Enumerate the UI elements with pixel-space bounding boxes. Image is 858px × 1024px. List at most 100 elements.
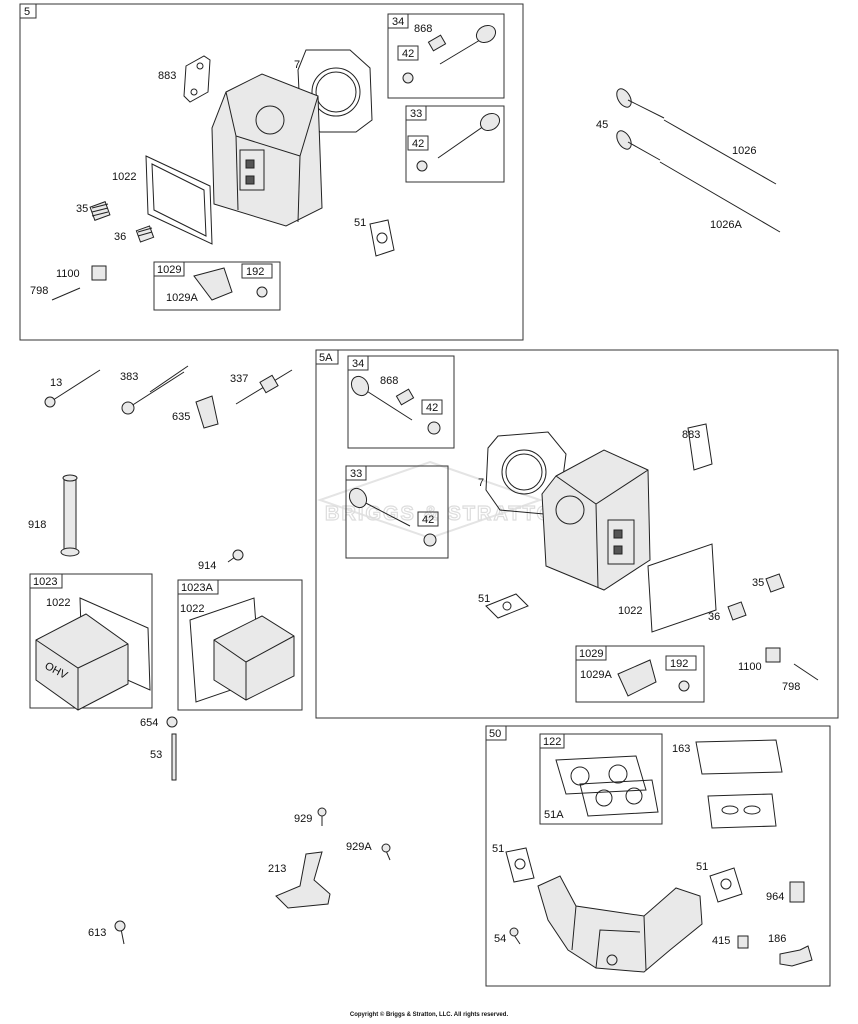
group-33b-tag: 33: [350, 468, 362, 480]
gasket-883b: [687, 423, 713, 471]
label-13: 13: [50, 377, 62, 389]
group-5A-tag: 5A: [319, 352, 333, 364]
label-918: 918: [28, 519, 46, 531]
spark-plug-337: [235, 369, 293, 405]
label-654: 654: [140, 717, 158, 729]
label-868: 868: [414, 23, 432, 35]
intake-gaskets-122: [555, 755, 659, 817]
valve-cover-ohv-a: [213, 615, 295, 701]
label-613: 613: [88, 927, 106, 939]
label-415: 415: [712, 935, 730, 947]
pushrod-1026: [663, 119, 777, 185]
label-45: 45: [596, 119, 608, 131]
group-5-tag: 5: [24, 6, 30, 18]
label-929: 929: [294, 813, 312, 825]
gasket-51d: [709, 867, 743, 903]
pushrod-45: [616, 88, 665, 161]
label-35: 35: [76, 203, 88, 215]
dipstick-tube-383: [121, 365, 189, 415]
nut-192: [256, 286, 268, 298]
group-50-tag: 50: [489, 728, 501, 740]
group-42-tag-b: 42: [412, 138, 424, 150]
group-122-frame: [539, 733, 663, 825]
group-33-frame: [405, 105, 505, 183]
gasket-51b: [485, 593, 529, 619]
label-1100b: 1100: [738, 661, 762, 673]
group-1029-tag: 1029: [157, 264, 181, 276]
label-914: 914: [198, 560, 216, 572]
rocker-arm: [193, 267, 233, 301]
screw-798b: [793, 663, 819, 681]
group-33-tag: 33: [410, 108, 422, 120]
pushrod-1026A: [659, 161, 781, 233]
retainer-1100: [91, 265, 107, 281]
label-1026A: 1026A: [710, 219, 742, 231]
retainer-1100b: [765, 647, 781, 663]
gasket-163: [695, 739, 783, 829]
gasket-883: [183, 55, 211, 103]
head-gasket-7: [297, 49, 373, 133]
group-1023-frame: [29, 573, 153, 709]
valve-spring-35: [89, 201, 111, 221]
label-883: 883: [158, 70, 176, 82]
boot-635: [195, 395, 219, 429]
label-36: 36: [114, 231, 126, 243]
label-53: 53: [150, 749, 162, 761]
label-868b: 868: [380, 375, 398, 387]
group-34-tag: 34: [392, 16, 404, 28]
svg-text:BRIGGS & STRATTON: BRIGGS & STRATTON: [325, 503, 570, 525]
label-36b: 36: [708, 611, 720, 623]
group-34-frame: [387, 13, 505, 99]
label-1022d: 1022: [618, 605, 642, 617]
fitting-415: [737, 935, 749, 949]
valve-spring-36b: [727, 601, 747, 621]
elbow-186: [779, 945, 813, 967]
label-1029A: 1029A: [166, 292, 198, 304]
label-7b: 7: [478, 477, 484, 489]
bracket-213: [275, 851, 331, 909]
label-964: 964: [766, 891, 784, 903]
valve-spring-36: [135, 225, 155, 243]
label-163: 163: [672, 743, 690, 755]
label-51: 51: [354, 217, 366, 229]
valve-spring-35b: [765, 573, 785, 593]
group-1023A-frame: [177, 579, 303, 711]
label-51A: 51A: [544, 809, 564, 821]
gasket-51c: [505, 847, 535, 883]
group-1023A-tag: 1023A: [181, 582, 213, 594]
label-635: 635: [172, 411, 190, 423]
group-34b-tag: 34: [352, 358, 364, 370]
group-33b-frame: [345, 465, 449, 559]
label-798b: 798: [782, 681, 800, 693]
label-929A: 929A: [346, 841, 372, 853]
nut-654: [166, 716, 178, 728]
label-51d: 51: [696, 861, 708, 873]
group-50-frame: [485, 725, 831, 987]
group-42c-tag: 42: [426, 402, 438, 414]
copyright-notice: Copyright © Briggs & Stratton, LLC. All …: [349, 1012, 509, 1018]
group-5-frame: [19, 3, 524, 341]
group-42-tag-a: 42: [402, 48, 414, 60]
label-7: 7: [294, 59, 300, 71]
group-34b-frame: [347, 355, 455, 449]
group-1029b-frame: [575, 645, 705, 703]
label-383: 383: [120, 371, 138, 383]
group-1023-tag: 1023: [33, 576, 57, 588]
group-1029-frame: [153, 261, 281, 311]
label-1100: 1100: [56, 268, 80, 280]
label-54: 54: [494, 933, 506, 945]
valve-cover-ohv: OHV: [35, 613, 129, 711]
group-192-tag: 192: [246, 266, 264, 278]
label-1029Ab: 1029A: [580, 669, 612, 681]
valve-cover-gasket-1022: [145, 155, 213, 245]
label-337: 337: [230, 373, 248, 385]
stud-53: [171, 733, 177, 781]
tube-918: [63, 477, 77, 553]
valve-cover-gasket-1022b: [647, 543, 717, 633]
group-5-tag-box: [19, 3, 37, 19]
label-1022-cover-a: 1022: [180, 603, 204, 615]
label-213: 213: [268, 863, 286, 875]
label-1022: 1022: [112, 171, 136, 183]
screw-798: [51, 287, 81, 301]
